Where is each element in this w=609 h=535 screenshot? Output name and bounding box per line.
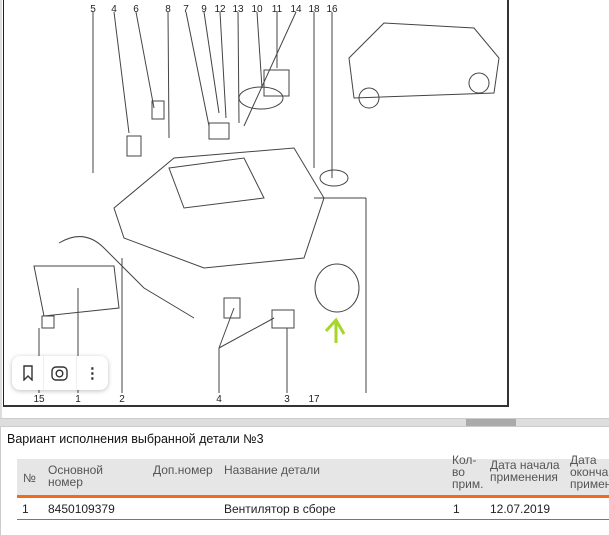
- callout-15[interactable]: 15: [33, 394, 45, 405]
- col-alt-number: Доп.номер: [153, 463, 213, 477]
- cell-start-date: 12.07.2019: [490, 502, 551, 516]
- col-start-date: Дата начала применения: [490, 458, 560, 484]
- callout-2[interactable]: 2: [119, 394, 125, 405]
- horizontal-scrollbar[interactable]: [0, 418, 609, 427]
- callout-9[interactable]: 9: [201, 4, 207, 15]
- callout-11[interactable]: 11: [271, 4, 283, 15]
- table-header: № Основной номер Доп.номер Название дета…: [17, 454, 609, 498]
- diagram-drawing: [33, 11, 500, 393]
- callout-3[interactable]: 3: [284, 394, 290, 405]
- callout-16[interactable]: 16: [326, 4, 338, 15]
- callout-8[interactable]: 8: [165, 4, 171, 15]
- parts-diagram[interactable]: 5 4 6 8 7 9 12 13 10 11 14 18 16 15 1 2 …: [3, 0, 509, 407]
- col-qty: Кол-во прим.: [452, 453, 484, 491]
- table-row[interactable]: 1 8450109379 Вентилятор в сборе 1 12.07.…: [17, 498, 609, 520]
- cell-name: Вентилятор в сборе: [224, 502, 336, 516]
- bookmark-button[interactable]: [12, 356, 45, 390]
- col-num: №: [23, 471, 36, 485]
- callout-4-bottom[interactable]: 4: [216, 394, 222, 405]
- callout-10[interactable]: 10: [251, 4, 263, 15]
- part-variant-panel: Вариант исполнения выбранной детали №3 №…: [0, 426, 609, 535]
- callout-17[interactable]: 17: [308, 394, 320, 405]
- more-options-button[interactable]: ⋮: [84, 365, 100, 382]
- callout-7[interactable]: 7: [183, 4, 189, 15]
- cell-qty: 1: [453, 502, 460, 516]
- callout-4[interactable]: 4: [111, 4, 117, 15]
- callout-12[interactable]: 12: [214, 4, 226, 15]
- cell-num: 1: [22, 502, 29, 516]
- callout-1[interactable]: 1: [75, 394, 81, 405]
- scrollbar-thumb[interactable]: [466, 419, 516, 427]
- bookmark-icon: [22, 365, 33, 381]
- callout-5[interactable]: 5: [90, 4, 96, 15]
- page-edge: [0, 0, 2, 420]
- panel-title: Вариант исполнения выбранной детали №3: [7, 432, 264, 446]
- col-main-number: Основной номер: [48, 463, 104, 489]
- callout-14[interactable]: 14: [290, 4, 302, 15]
- image-toolbar: ⋮: [12, 356, 108, 390]
- cell-main-number[interactable]: 8450109379: [48, 502, 115, 516]
- callout-13[interactable]: 13: [232, 4, 244, 15]
- callout-18[interactable]: 18: [308, 4, 320, 15]
- lens-icon: [51, 366, 68, 381]
- col-end-date: Дата окончания применения: [570, 453, 609, 491]
- callout-6[interactable]: 6: [133, 4, 139, 15]
- lens-button[interactable]: [44, 356, 77, 390]
- col-name: Название детали: [224, 463, 320, 477]
